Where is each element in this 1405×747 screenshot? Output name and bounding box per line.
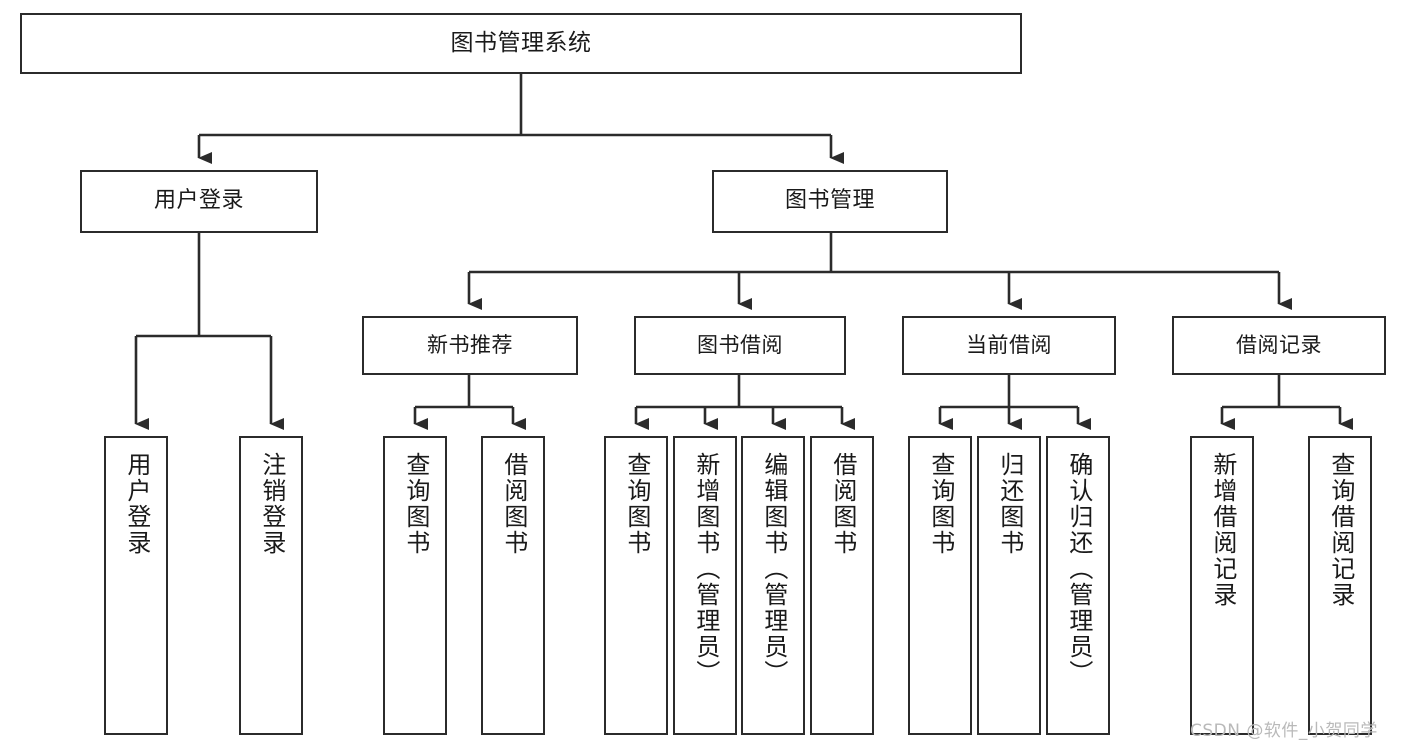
node-label: 新书推荐 (427, 332, 513, 357)
node-leaf-record-add[interactable]: 新增借阅记录 (1190, 436, 1254, 735)
node-current-borrow[interactable]: 当前借阅 (902, 316, 1116, 375)
node-leaf-borrow-query-book[interactable]: 查询图书 (604, 436, 668, 735)
node-label: 查询图书 (401, 452, 430, 556)
node-leaf-user-login-logout[interactable]: 注销登录 (239, 436, 303, 735)
node-label: 图书管理 (784, 188, 875, 214)
node-leaf-borrow-add-book[interactable]: 新增图书（管理员） (673, 436, 737, 735)
node-leaf-user-login-login[interactable]: 用户登录 (104, 436, 168, 735)
node-label: 当前借阅 (966, 332, 1052, 357)
node-borrow-record[interactable]: 借阅记录 (1172, 316, 1386, 375)
csdn-watermark: CSDN @软件_小贺同学 (1190, 721, 1378, 741)
node-leaf-current-return-book[interactable]: 归还图书 (977, 436, 1041, 735)
node-leaf-borrow-borrow-book[interactable]: 借阅图书 (810, 436, 874, 735)
node-leaf-new-book-borrow[interactable]: 借阅图书 (481, 436, 545, 735)
node-label: 查询图书 (622, 452, 651, 556)
node-label: 新增图书（管理员） (691, 452, 720, 686)
node-label: 借阅图书 (499, 452, 528, 556)
node-label: 借阅记录 (1236, 332, 1322, 357)
node-leaf-current-query-book[interactable]: 查询图书 (908, 436, 972, 735)
node-label: 新增借阅记录 (1208, 452, 1237, 608)
node-label: 图书管理系统 (450, 29, 592, 56)
node-leaf-new-book-query[interactable]: 查询图书 (383, 436, 447, 735)
node-label: 用户登录 (153, 188, 244, 214)
node-book-borrow[interactable]: 图书借阅 (634, 316, 846, 375)
node-new-book-recommend[interactable]: 新书推荐 (362, 316, 578, 375)
node-label: 借阅图书 (828, 452, 857, 556)
node-leaf-record-query[interactable]: 查询借阅记录 (1308, 436, 1372, 735)
node-label: 查询借阅记录 (1326, 452, 1355, 608)
node-leaf-borrow-edit-book[interactable]: 编辑图书（管理员） (741, 436, 805, 735)
node-user-login[interactable]: 用户登录 (80, 170, 318, 233)
node-book-management[interactable]: 图书管理 (712, 170, 948, 233)
node-label: 编辑图书（管理员） (759, 452, 788, 686)
node-leaf-current-confirm-return[interactable]: 确认归还（管理员） (1046, 436, 1110, 735)
node-label: 归还图书 (995, 452, 1024, 556)
node-label: 用户登录 (122, 452, 151, 556)
node-label: 查询图书 (926, 452, 955, 556)
node-label: 确认归还（管理员） (1064, 452, 1093, 686)
node-label: 注销登录 (257, 452, 286, 556)
node-root-book-management-system[interactable]: 图书管理系统 (20, 13, 1022, 74)
node-label: 图书借阅 (697, 332, 783, 357)
